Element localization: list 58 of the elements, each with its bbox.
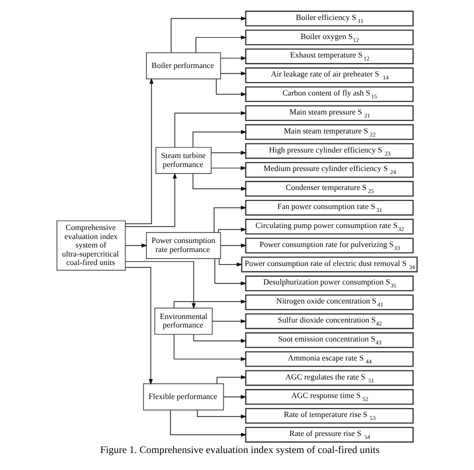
node-box: Flexible performance — [143, 383, 224, 410]
arrow — [220, 56, 247, 60]
arrow — [196, 410, 247, 419]
node-box: Condenser temperature S$_{25}$ — [245, 180, 414, 197]
node-box: Desulphurization power consumption S$_{35}$ — [245, 276, 414, 292]
node-box: AGC response time S$_{52}$ — [245, 389, 414, 405]
arrow — [210, 150, 247, 155]
node-box: Rate of pressure rise S$_{54}$ — [245, 426, 414, 443]
node-box: Boiler efficiency S$_{11}$ — [245, 10, 414, 26]
arrow — [214, 258, 247, 286]
arrow — [216, 375, 247, 384]
node-box: High pressure cylinder efficiency S$_{23}$ — [245, 143, 414, 159]
node-box: Ammonia escape rate S$_{44}$ — [245, 351, 414, 367]
arrow — [216, 78, 247, 96]
arrow — [193, 334, 247, 343]
node-box: Comprehensive evaluation index system of ultra-supercritical coal-fired units — [56, 220, 126, 271]
arrow — [125, 261, 196, 310]
node-box: Main steam temperature S$_{22}$ — [245, 124, 414, 140]
arrow — [125, 244, 148, 248]
arrow — [220, 244, 247, 248]
arrow — [174, 300, 247, 308]
node-box: Steam turbine performance — [156, 146, 212, 174]
caption: Figure 1. Comprehensive evaluation index system of coal-fired units — [100, 445, 380, 456]
arrow — [218, 228, 247, 233]
node-box: Nitrogen oxide concentration S$_{41}$ — [245, 294, 414, 310]
node-box: Air leakage rate of air preheater S$_{14}$ — [245, 67, 414, 84]
arrow — [220, 71, 247, 76]
arrow — [170, 410, 247, 437]
node-box: Environmental performance — [154, 308, 213, 335]
node-box: Power consumption rate for pulverizing S$_{33}$ — [245, 238, 414, 254]
node-box: Medium pressure cylinder efficiency S$_{24}$ — [245, 162, 414, 178]
node-box: Power consumption rate performance — [146, 232, 221, 260]
arrow — [223, 394, 247, 399]
node-box: Circulating pump power consumption rate S$_{32}$ — [245, 218, 414, 234]
node-box: Exhaust temperature S$_{12}$ — [245, 48, 414, 64]
node-box: Main steam pressure S$_{21}$ — [245, 105, 414, 121]
arrow — [192, 130, 247, 148]
node-box: Boiler oxygen S$_{12}$ — [245, 30, 414, 46]
node-box: Rate of temperature rise S$_{53}$ — [245, 408, 414, 424]
node-box: Fan power consumption rate S$_{31}$ — [245, 200, 414, 216]
arrow — [214, 206, 247, 233]
node-box: Sulfur dioxide concentration S$_{42}$ — [245, 313, 414, 330]
arrow — [210, 166, 247, 170]
node-box: AGC regulates the rate S$_{51}$ — [245, 370, 414, 386]
arrow — [218, 258, 243, 266]
node-box: Soot emission concentration S$_{43}$ — [245, 332, 414, 348]
arrow — [174, 111, 247, 148]
node-box: Power consumption rate of electric dust removal S$_{34}$ — [241, 256, 418, 272]
arrow — [174, 334, 247, 362]
arrow — [170, 16, 247, 54]
arrow — [192, 173, 247, 191]
arrow — [125, 267, 153, 385]
arrow — [212, 319, 247, 324]
arrow — [125, 78, 154, 224]
node-box: Carbon content of fly ash S$_{15}$ — [245, 86, 414, 102]
arrow — [125, 172, 177, 227]
arrow — [196, 35, 247, 53]
node-box: Boiler performance — [146, 52, 221, 80]
